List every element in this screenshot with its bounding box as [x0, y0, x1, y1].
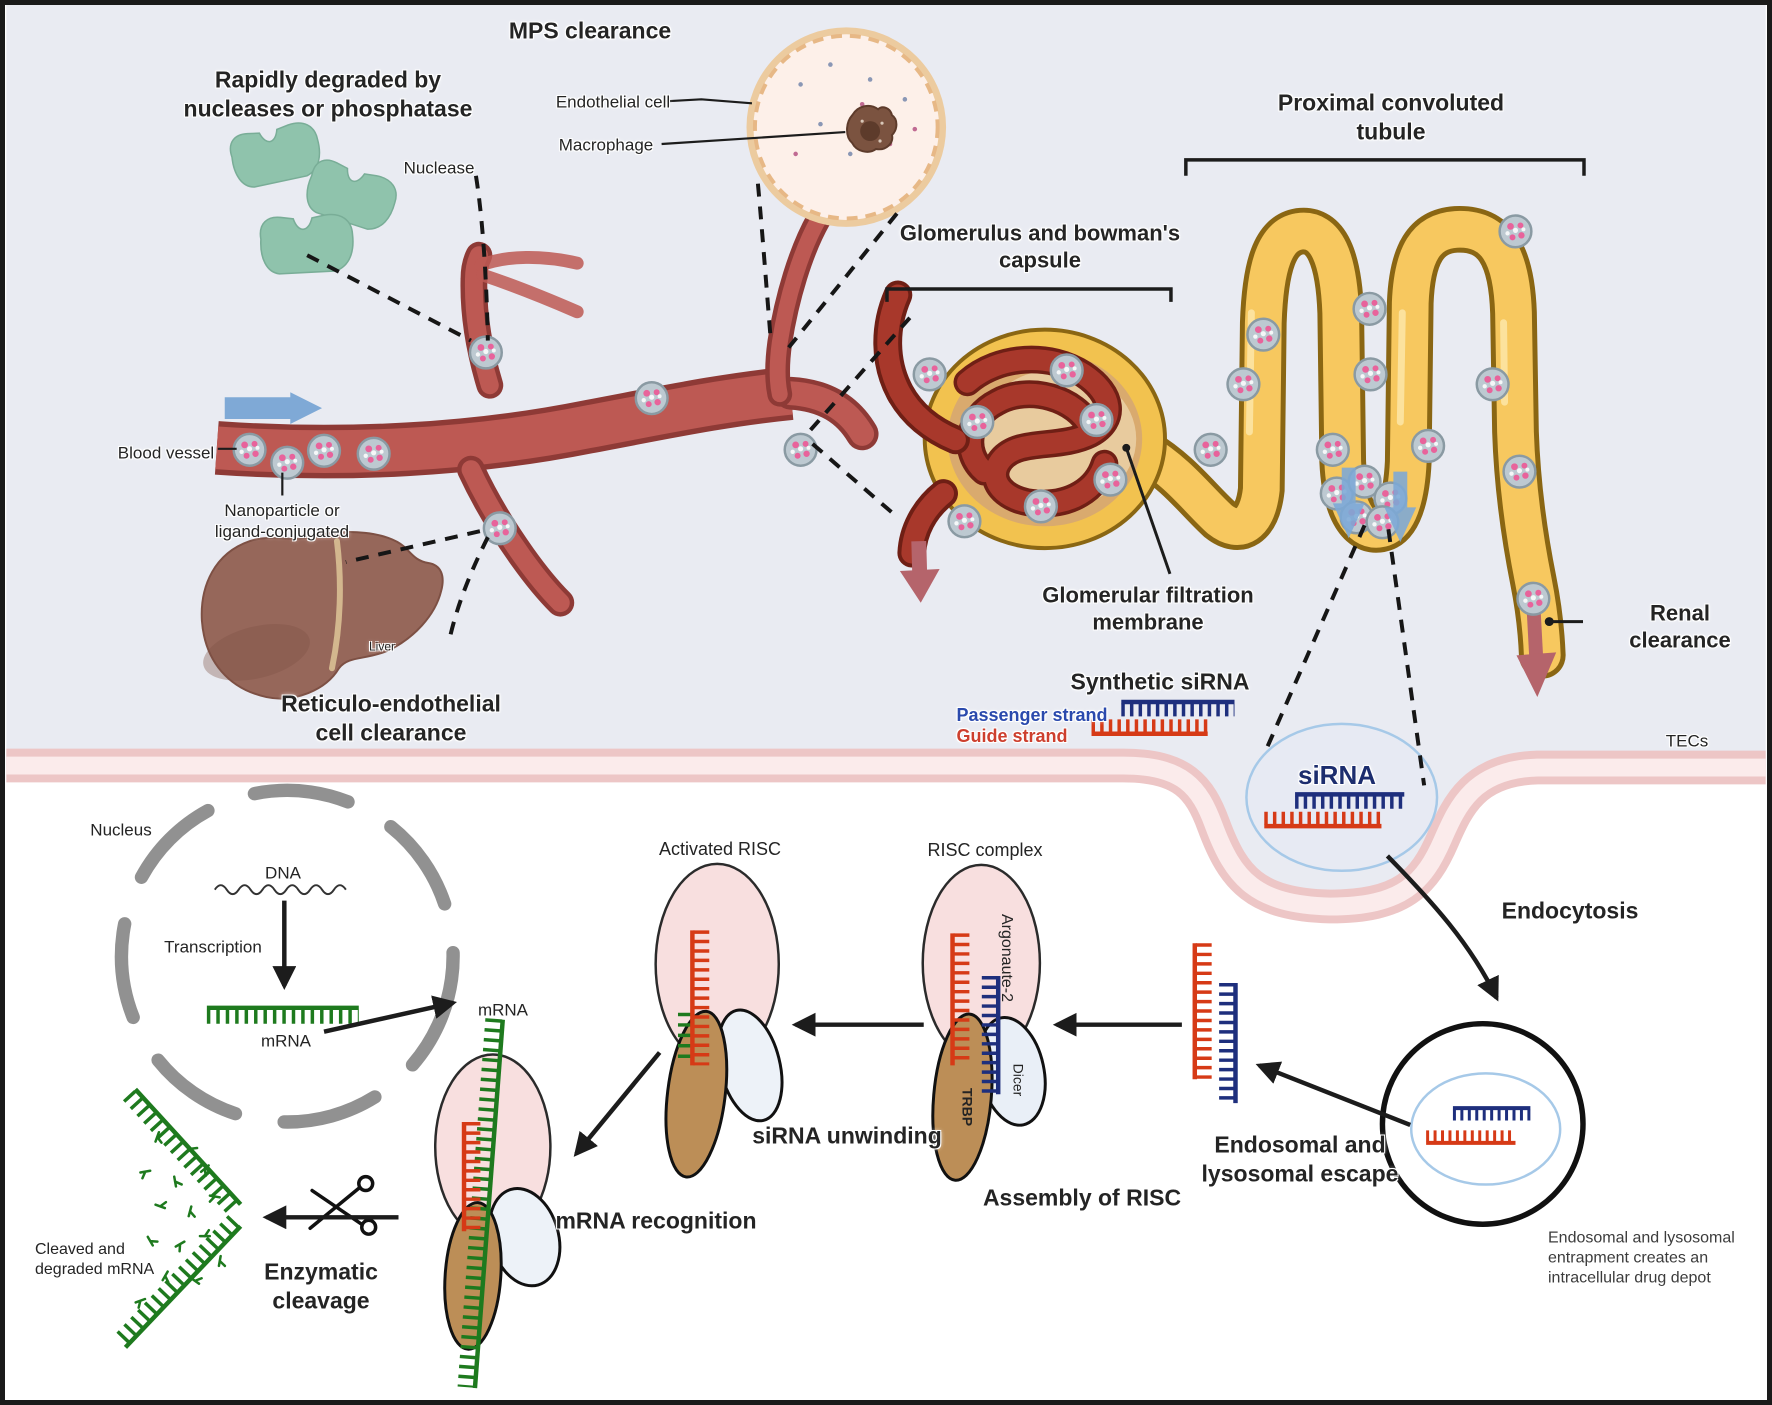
trbp-protein: [931, 1012, 994, 1182]
filtrate-down-arrow: [899, 540, 940, 603]
target-mrna-strand: [457, 1018, 505, 1389]
mps-clearance-label: MPS clearance: [508, 17, 672, 44]
risc-complex-group: [921, 863, 1047, 1182]
transcription-label: Transcription: [164, 937, 262, 957]
mrna-recognition-label: mRNA recognition: [555, 1207, 757, 1234]
figure-artwork: [6, 5, 1766, 1400]
glomerular-membrane-label: Glomerular filtration membrane: [1042, 582, 1254, 635]
guide-strand-label: Guide strand: [956, 725, 1068, 746]
renal-clearance-label: Renal clearance: [1629, 600, 1731, 653]
mps-endothelial-circle: [746, 27, 947, 227]
glomerulus-title-label: Glomerulus and bowman's capsule: [899, 220, 1181, 273]
nuclease-label: Nuclease: [403, 158, 475, 178]
mrna-export-arrow: [323, 995, 457, 1034]
sirna-vesicle-label: siRNA: [1297, 759, 1377, 790]
filtration-arrows: [1332, 467, 1417, 543]
separated-sirna-strands: [1192, 943, 1238, 1104]
blood-flow-arrow: [224, 392, 323, 424]
cleaved-mrna-label: Cleaved and degraded mRNA: [35, 1241, 155, 1278]
recognition-arrow: [573, 1051, 662, 1157]
unwinding-label: siRNA unwinding: [752, 1122, 942, 1149]
endosome-caption: Endosomal and lysosomal entrapment creat…: [1548, 1229, 1735, 1286]
endosome-sirna-duplex: [1426, 1106, 1531, 1145]
dna-squiggle: [213, 884, 347, 896]
renal-pointer-dot: [1544, 617, 1554, 627]
assembly-label: Assembly of RISC: [982, 1184, 1182, 1211]
dna-label: DNA: [265, 863, 301, 883]
mrna-nucleus-label: mRNA: [260, 1031, 312, 1051]
endosome: [1379, 1020, 1586, 1227]
enzymatic-cleavage-label: Enzymatic cleavage: [264, 1258, 378, 1313]
mrna-cyto-label: mRNA: [477, 1000, 529, 1020]
activated-risc-label: Activated RISC: [658, 838, 782, 859]
rapid-degradation-label: Rapidly degraded by nucleases or phospha…: [183, 66, 473, 121]
vesicle-sirna-duplex: [1264, 792, 1405, 829]
endocytosis-label: Endocytosis: [1501, 897, 1639, 924]
activated-risc-group: [654, 862, 784, 1179]
cleaved-mrna: [113, 1087, 243, 1349]
tubule-bracket: [1184, 158, 1586, 176]
nascent-mrna: [206, 1005, 359, 1024]
liver-label: Liver: [368, 639, 396, 654]
liver-shape: [200, 531, 444, 700]
guide-strand-paired: [461, 1121, 481, 1232]
nucleus-label: Nucleus: [90, 820, 152, 840]
tecs-label: TECs: [1665, 731, 1709, 751]
process-arrows: [262, 854, 1499, 1230]
brackets: [885, 158, 1586, 302]
risc-complex-label: RISC complex: [927, 839, 1043, 860]
endocytosis-arrow: [1385, 854, 1499, 1002]
membrane-pointer-dot: [1122, 443, 1131, 452]
proximal-tubule-label: Proximal convoluted tubule: [1277, 89, 1505, 144]
mrna-recognition-group: [433, 1018, 562, 1389]
trbp-label: TRBP: [959, 1087, 976, 1127]
macrophage-cell: [846, 104, 898, 153]
escape-label: Endosomal and lysosomal escape: [1201, 1131, 1399, 1186]
nanoparticle-label: Nanoparticle or ligand-conjugated: [214, 500, 350, 541]
macrophage-label: Macrophage: [558, 135, 654, 155]
escape-arrow: [1255, 1061, 1412, 1128]
nucleus-group: [114, 783, 460, 1129]
afferent-vessel: [873, 280, 970, 455]
blood-vessel-label: Blood vessel: [117, 443, 215, 463]
synthetic-sirna-label: Synthetic siRNA: [1070, 668, 1250, 695]
glomerulus-bracket: [885, 287, 1173, 302]
cell-speckles: [798, 62, 908, 157]
argonaute-label: Argonaute-2: [997, 913, 1015, 1003]
endothelial-cell-label: Endothelial cell: [555, 92, 671, 112]
dashed-connectors: [306, 175, 1427, 786]
pointer-lines: [217, 98, 1584, 624]
dicer-label: Dicer: [1010, 1063, 1027, 1097]
synthetic-sirna-duplex: [1091, 699, 1235, 737]
tec-cell-membrane: [6, 748, 1766, 924]
reticulo-endothelial-label: Reticulo-endothelial cell clearance: [281, 690, 501, 745]
passenger-strand-label: Passenger strand: [956, 704, 1108, 725]
